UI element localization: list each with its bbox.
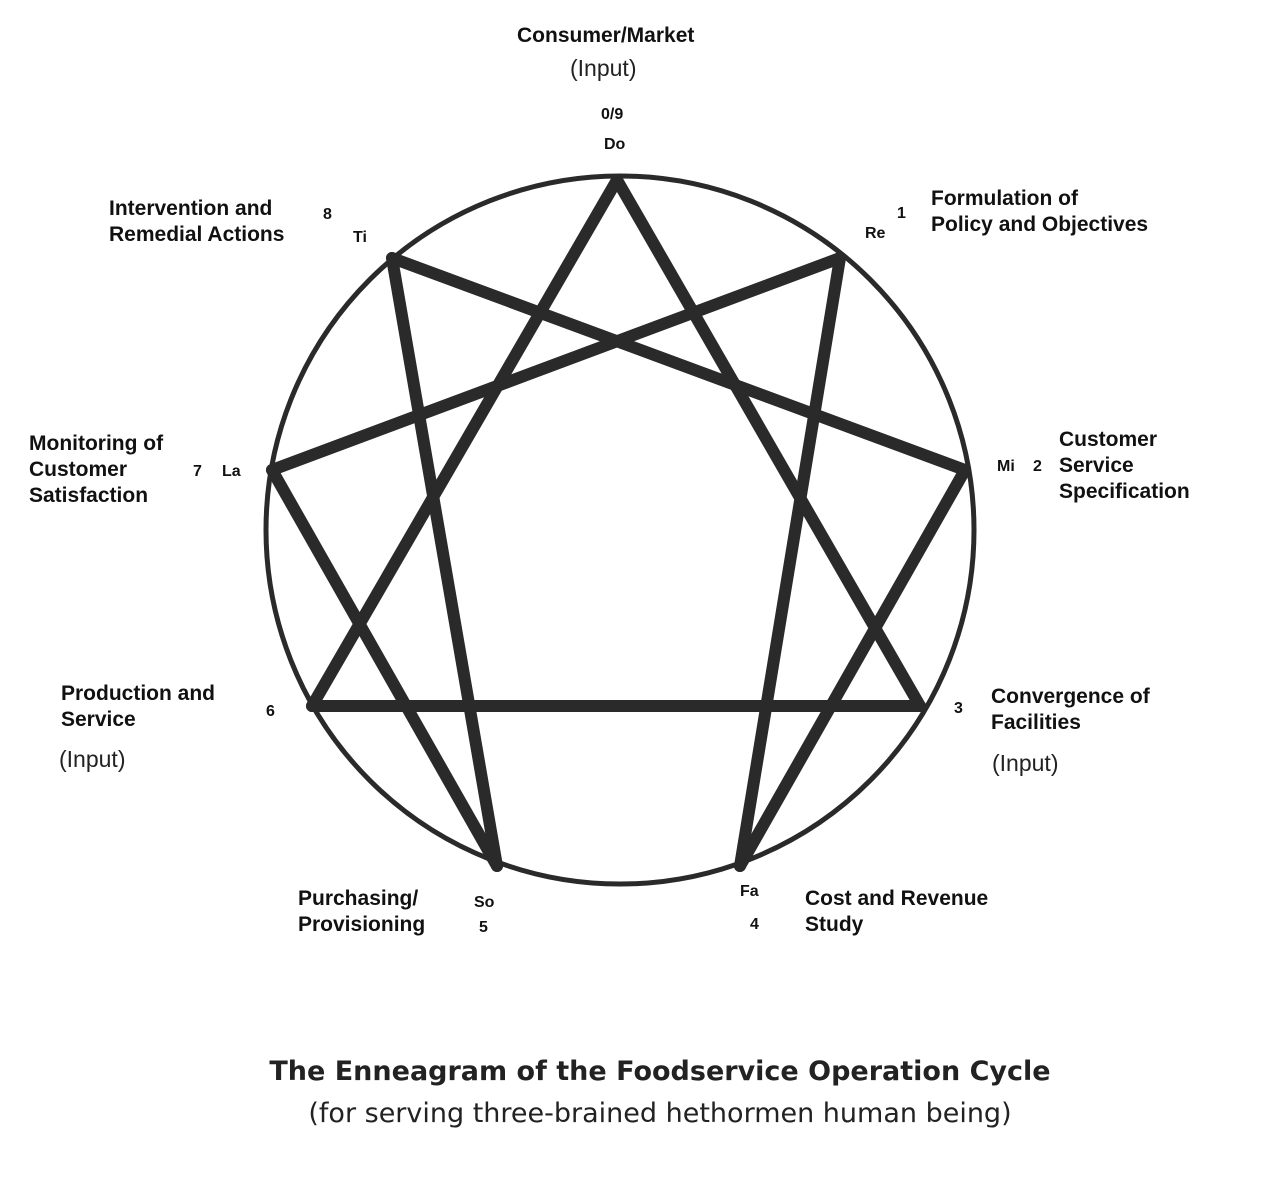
note-fa: Fa (740, 883, 759, 900)
enneagram-circle (263, 173, 977, 887)
label-line: Convergence of (991, 685, 1150, 708)
label-cost-revenue: Cost and Revenue Study (805, 886, 988, 938)
label-line: Purchasing/ (298, 887, 419, 910)
label-line: Intervention and (109, 197, 273, 220)
diagram-subtitle: (for serving three-brained hethormen hum… (308, 1098, 1012, 1129)
note-ti: Ti (353, 229, 367, 246)
label-line: Cost and Revenue (805, 887, 989, 910)
hexad-line-8-5 (386, 252, 503, 872)
diagram-title: The Enneagram of the Foodservice Operati… (269, 1056, 1051, 1087)
label-convergence: Convergence of Facilities (991, 684, 1150, 736)
label-line: Facilities (991, 711, 1081, 734)
point-number-3: 3 (954, 700, 963, 717)
label-line: Remedial Actions (109, 223, 285, 246)
note-so: So (474, 894, 495, 911)
label-intervention: Intervention and Remedial Actions (109, 196, 284, 248)
note-do: Do (604, 136, 626, 153)
label-line: Study (805, 913, 864, 936)
point-number-9: 0/9 (601, 106, 624, 123)
label-line: Specification (1059, 480, 1190, 503)
hexad-line-2-8 (386, 252, 971, 476)
label-line: Formulation of (931, 187, 1078, 210)
label-line: Provisioning (298, 913, 426, 936)
hexad-line-1-4 (734, 252, 846, 872)
hexad-line-4-2 (734, 464, 971, 872)
input-marker-3: (Input) (992, 750, 1059, 776)
hexad-line-7-1 (266, 252, 846, 476)
point-number-4: 4 (750, 916, 759, 933)
point-number-8: 8 (323, 206, 332, 223)
input-marker-9: (Input) (570, 55, 637, 81)
label-customer-service-spec: Customer Service Specification (1059, 427, 1190, 505)
triangle-line-9-3 (611, 174, 926, 712)
label-line: Consumer/Market (517, 24, 695, 47)
label-formulation-policy: Formulation of Policy and Objectives (931, 186, 1148, 238)
note-la: La (222, 463, 241, 480)
label-monitoring: Monitoring of Customer Satisfaction (29, 431, 163, 509)
label-line: Production and (61, 682, 215, 705)
point-number-1: 1 (897, 205, 906, 222)
input-marker-6: (Input) (59, 746, 126, 772)
label-line: Service (1059, 454, 1134, 477)
point-number-5: 5 (479, 919, 488, 936)
label-consumer-market: Consumer/Market (517, 23, 694, 49)
note-re: Re (865, 225, 886, 242)
point-number-7: 7 (193, 463, 202, 480)
label-line: Service (61, 708, 136, 731)
hexad-line-5-7 (266, 464, 503, 872)
label-line: Monitoring of (29, 432, 164, 455)
note-mi: Mi (997, 458, 1015, 475)
point-number-6: 6 (266, 703, 275, 720)
label-line: Policy and Objectives (931, 213, 1149, 236)
point-number-2: 2 (1033, 458, 1042, 475)
label-line: Satisfaction (29, 484, 149, 507)
label-line: Customer (29, 458, 128, 481)
label-line: Customer (1059, 428, 1158, 451)
label-purchasing: Purchasing/ Provisioning (298, 886, 425, 938)
label-production: Production and Service (61, 681, 215, 733)
